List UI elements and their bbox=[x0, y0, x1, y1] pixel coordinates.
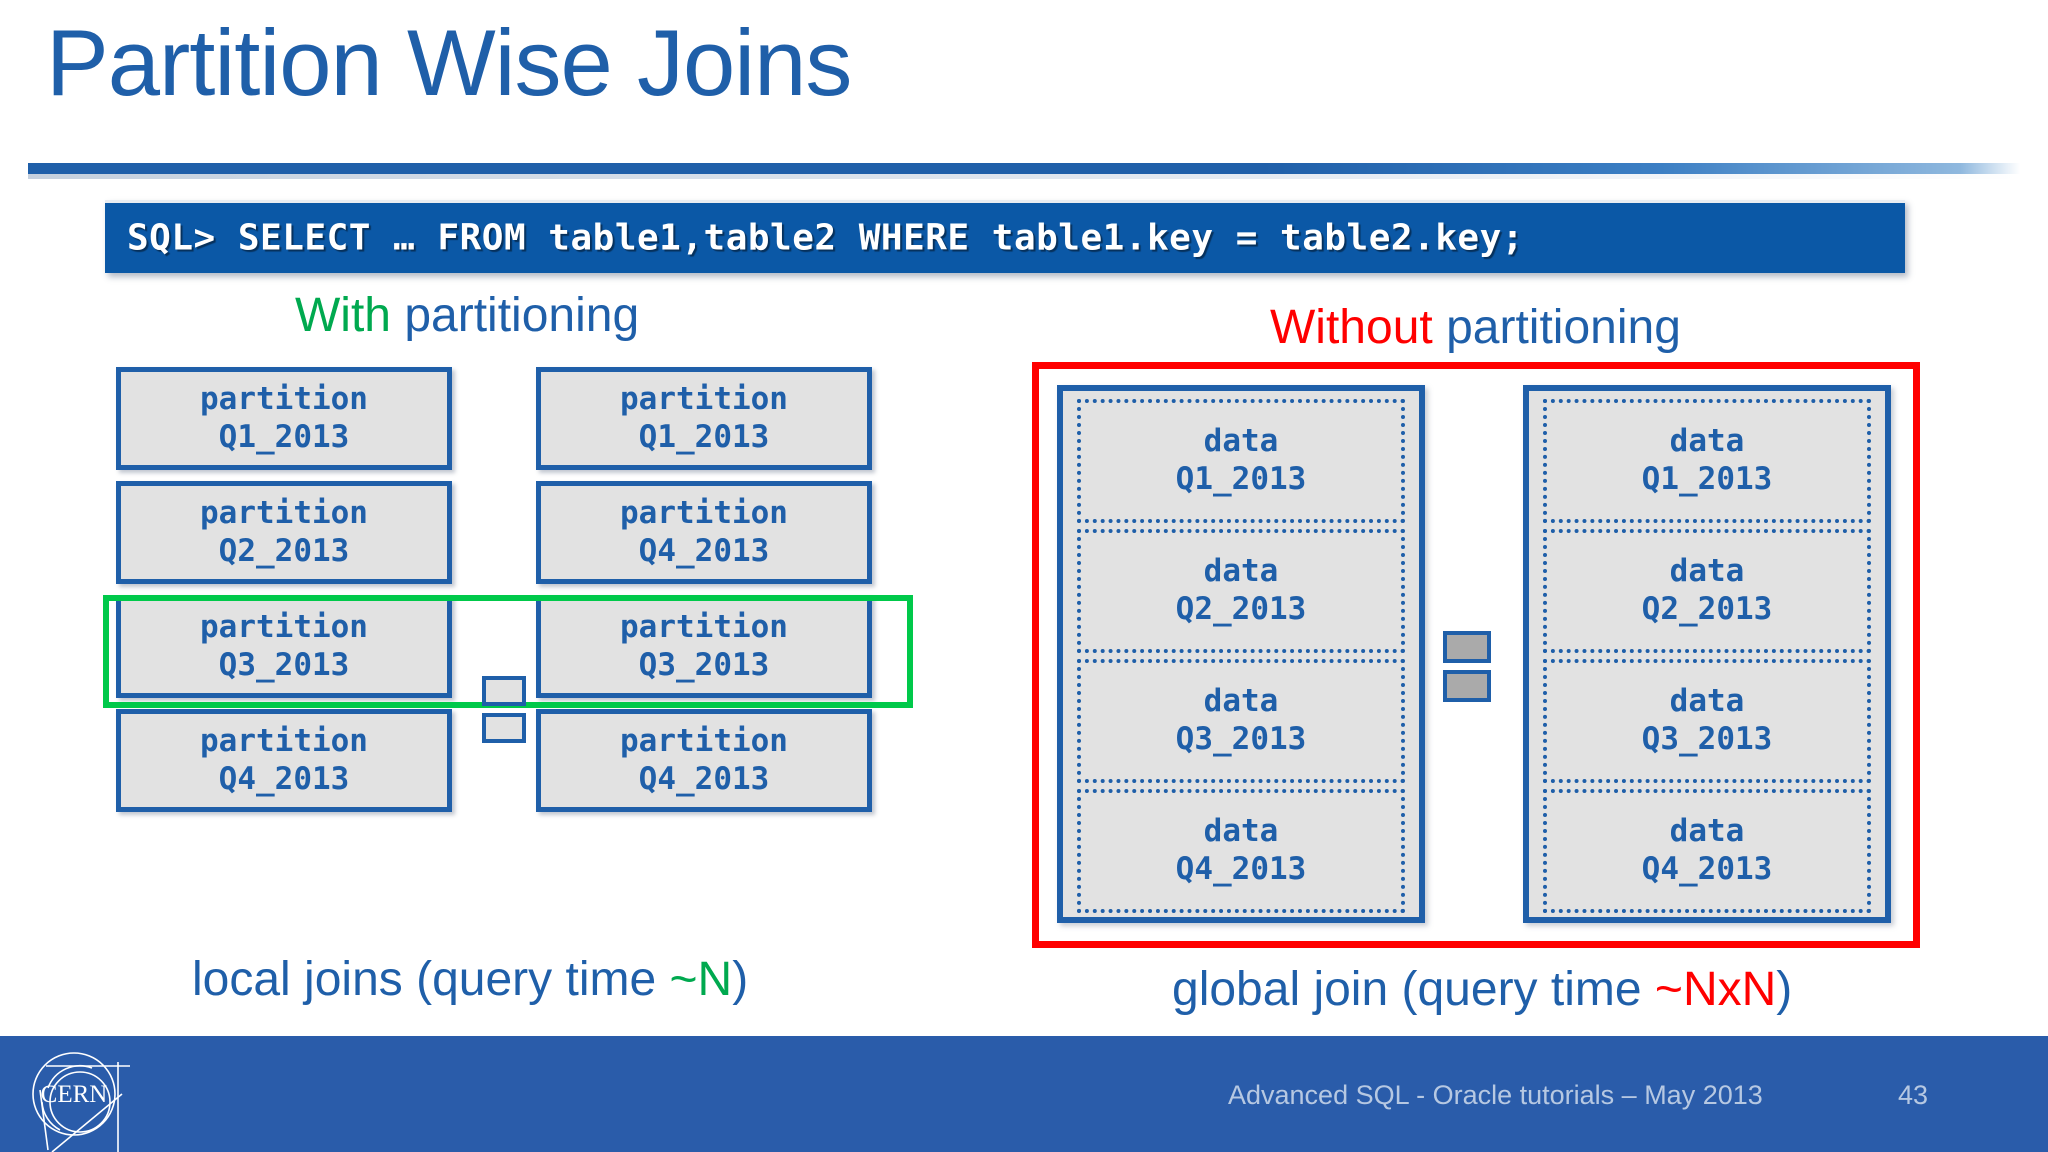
data-segment: data Q2_2013 bbox=[1077, 529, 1405, 653]
without-partitioning-caption-rest: partitioning bbox=[1432, 301, 1681, 354]
join-equals-icon-bottom bbox=[1443, 670, 1491, 702]
data-segment-label: data bbox=[1203, 423, 1279, 460]
join-equals-icon-bottom bbox=[482, 713, 526, 743]
partition-box-value: Q3_2013 bbox=[638, 646, 770, 683]
cern-logo: CERN bbox=[18, 1040, 148, 1152]
data-segment-value: Q4_2013 bbox=[1641, 851, 1773, 887]
partition-box: partition Q1_2013 bbox=[116, 367, 452, 470]
sql-statement-bar: SQL> SELECT … FROM table1,table2 WHERE t… bbox=[105, 200, 1905, 273]
partition-box-label: partition bbox=[200, 494, 368, 531]
data-segment: data Q4_2013 bbox=[1077, 789, 1405, 913]
partition-box-value: Q2_2013 bbox=[218, 532, 350, 569]
page-title: Partition Wise Joins bbox=[46, 10, 852, 115]
join-equals-icon bbox=[1443, 631, 1491, 702]
footer-page-number: 43 bbox=[1898, 1080, 1929, 1110]
local-joins-caption-pre: local joins (query time bbox=[192, 953, 670, 1006]
data-segment: data Q4_2013 bbox=[1543, 789, 1871, 913]
data-segment: data Q2_2013 bbox=[1543, 529, 1871, 653]
partition-box-label: partition bbox=[200, 608, 368, 645]
partition-box-value: Q4_2013 bbox=[638, 760, 770, 797]
local-joins-caption-complexity: ~N bbox=[669, 953, 733, 1006]
partition-box-label: partition bbox=[620, 494, 788, 531]
global-join-caption-complexity: ~NxN bbox=[1654, 963, 1777, 1016]
data-segment-value: Q2_2013 bbox=[1641, 591, 1773, 627]
data-segment-value: Q4_2013 bbox=[1175, 851, 1307, 887]
join-equals-icon-top bbox=[1443, 631, 1491, 663]
without-partitioning-caption: Without partitioning bbox=[1270, 300, 1681, 355]
data-segment: data Q1_2013 bbox=[1077, 399, 1405, 523]
data-segment-label: data bbox=[1669, 683, 1745, 720]
partition-box-label: partition bbox=[200, 722, 368, 759]
with-partitioning-caption-highlight: With bbox=[295, 289, 391, 342]
data-segment-label: data bbox=[1669, 813, 1745, 850]
without-partitioning-caption-highlight: Without bbox=[1270, 301, 1433, 354]
local-joins-caption: local joins (query time ~N) bbox=[192, 952, 748, 1007]
join-equals-icon-top bbox=[482, 676, 526, 706]
partition-box-label: partition bbox=[200, 380, 368, 417]
with-partitioning-diagram: partition Q1_2013 partition Q2_2013 part… bbox=[116, 367, 896, 927]
with-partitioning-caption: With partitioning bbox=[295, 288, 639, 343]
data-segment-value: Q3_2013 bbox=[1641, 721, 1773, 757]
footer-bar bbox=[0, 1036, 2048, 1152]
partition-box-highlighted: partition Q3_2013 bbox=[116, 595, 452, 698]
partition-box: partition Q4_2013 bbox=[116, 709, 452, 812]
partition-box-value: Q1_2013 bbox=[638, 418, 770, 455]
table1-data-block: data Q1_2013 data Q2_2013 data Q3_2013 d… bbox=[1057, 385, 1425, 923]
partition-box-label: partition bbox=[620, 380, 788, 417]
global-join-caption-post: ) bbox=[1776, 963, 1793, 1016]
partition-box: partition Q1_2013 bbox=[536, 367, 872, 470]
title-divider-shadow bbox=[28, 174, 2020, 179]
partition-box-value: Q4_2013 bbox=[218, 760, 350, 797]
global-join-caption: global join (query time ~NxN) bbox=[1172, 962, 1792, 1017]
data-segment-label: data bbox=[1203, 553, 1279, 590]
data-segment: data Q3_2013 bbox=[1077, 659, 1405, 783]
without-partitioning-diagram: data Q1_2013 data Q2_2013 data Q3_2013 d… bbox=[1032, 362, 1920, 948]
join-equals-icon bbox=[482, 676, 526, 743]
partition-box-value: Q4_2013 bbox=[638, 532, 770, 569]
sql-statement-text: SQL> SELECT … FROM table1,table2 WHERE t… bbox=[127, 217, 1524, 259]
partition-box: partition Q2_2013 bbox=[116, 481, 452, 584]
data-segment-label: data bbox=[1203, 683, 1279, 720]
partition-box: partition Q4_2013 bbox=[536, 481, 872, 584]
partition-box-value: Q3_2013 bbox=[218, 646, 350, 683]
with-partitioning-caption-rest: partitioning bbox=[391, 289, 640, 342]
data-segment-value: Q3_2013 bbox=[1175, 721, 1307, 757]
data-segment-value: Q1_2013 bbox=[1641, 461, 1773, 497]
partition-box: partition Q4_2013 bbox=[536, 709, 872, 812]
title-divider bbox=[28, 163, 2020, 174]
footer-text: Advanced SQL - Oracle tutorials – May 20… bbox=[1228, 1080, 1763, 1110]
data-segment: data Q1_2013 bbox=[1543, 399, 1871, 523]
partition-box-highlighted: partition Q3_2013 bbox=[536, 595, 872, 698]
local-joins-caption-post: ) bbox=[732, 953, 749, 1006]
global-join-caption-pre: global join (query time bbox=[1172, 963, 1655, 1016]
data-segment: data Q3_2013 bbox=[1543, 659, 1871, 783]
table2-data-block: data Q1_2013 data Q2_2013 data Q3_2013 d… bbox=[1523, 385, 1891, 923]
partition-box-label: partition bbox=[620, 722, 788, 759]
data-segment-label: data bbox=[1669, 553, 1745, 590]
data-segment-label: data bbox=[1669, 423, 1745, 460]
partition-box-value: Q1_2013 bbox=[218, 418, 350, 455]
partition-box-label: partition bbox=[620, 608, 788, 645]
data-segment-value: Q2_2013 bbox=[1175, 591, 1307, 627]
svg-text:CERN: CERN bbox=[41, 1081, 108, 1108]
data-segment-value: Q1_2013 bbox=[1175, 461, 1307, 497]
data-segment-label: data bbox=[1203, 813, 1279, 850]
